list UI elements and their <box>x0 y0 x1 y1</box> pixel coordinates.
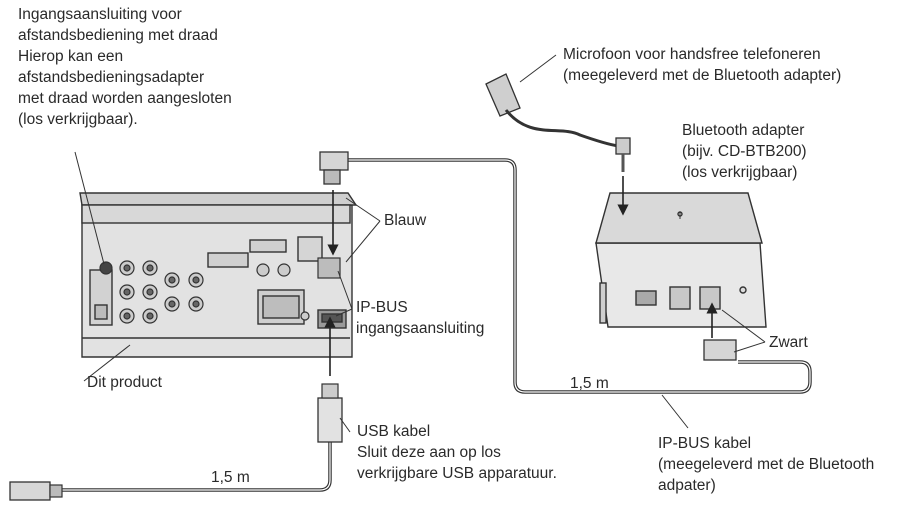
label-product: Dit product <box>87 374 162 391</box>
label-line: IP-BUS <box>356 299 408 316</box>
label-line: (los verkrijgbaar). <box>18 111 138 128</box>
label-line: USB kabel <box>357 423 431 440</box>
head-unit <box>79 192 358 358</box>
label-length-ipbus: 1,5 m <box>570 375 609 392</box>
label-blauw: Blauw <box>384 212 427 229</box>
microphone <box>485 73 631 172</box>
label-line: (los verkrijgbaar) <box>682 164 798 181</box>
label-line: Sluit deze aan op los <box>357 444 501 461</box>
label-line: Bluetooth adapter <box>682 122 805 139</box>
label-line: IP-BUS kabel <box>658 435 752 452</box>
label-length-usb: 1,5 m <box>211 469 250 486</box>
label-line: afstandsbediening met draad <box>18 27 218 44</box>
label-ipbus-input: IP-BUS ingangsaansluiting <box>356 297 484 339</box>
label-line: Ingangsaansluiting voor <box>18 6 182 23</box>
label-bluetooth-adapter: Bluetooth adapter (bijv. CD-BTB200) (los… <box>682 120 807 183</box>
insertion-arrows <box>324 176 718 376</box>
label-line: ingangsaansluiting <box>356 320 485 337</box>
label-line: afstandsbedieningsadapter <box>18 69 205 86</box>
label-line: (meegeleverd met de Bluetooth <box>658 456 875 473</box>
ipbus-socket <box>317 257 341 279</box>
label-zwart: Zwart <box>769 334 808 351</box>
label-usb-cable: USB kabel Sluit deze aan op los verkrijg… <box>357 421 557 484</box>
label-microphone: Microfoon voor handsfree telefoneren (me… <box>563 44 841 86</box>
usb-cable <box>9 383 343 501</box>
bluetooth-adapter <box>595 192 767 328</box>
label-line: Hierop kan een <box>18 48 124 65</box>
label-ipbus-cable: IP-BUS kabel (meegeleverd met de Bluetoo… <box>658 433 874 496</box>
ipbus-cable <box>319 151 812 394</box>
label-line: adpater) <box>658 477 716 494</box>
leader-lines <box>74 54 766 433</box>
label-line: (bijv. CD-BTB200) <box>682 143 807 160</box>
label-line: met draad worden aangesloten <box>18 90 232 107</box>
rca-jacks <box>99 260 310 324</box>
label-line: verkrijgbare USB apparatuur. <box>357 465 557 482</box>
label-line: Microfoon voor handsfree telefoneren <box>563 46 821 63</box>
label-line: (meegeleverd met de Bluetooth adapter) <box>563 67 842 84</box>
label-remote-jack: Ingangsaansluiting voor afstandsbedienin… <box>18 4 232 130</box>
